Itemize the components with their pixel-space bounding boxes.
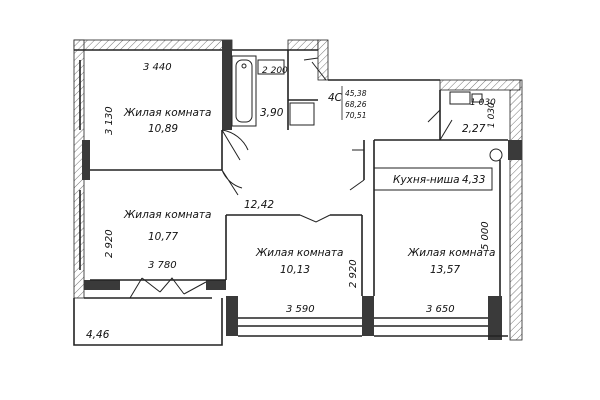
living-area-total: 45,38 <box>345 89 367 98</box>
room-area-living2: 10,77 <box>148 231 178 243</box>
dim-3440: 3 440 <box>143 62 172 73</box>
bathtub <box>231 55 257 127</box>
stove-icon <box>489 148 503 162</box>
dim-1030: 1 030 <box>470 98 496 108</box>
apartment-total-area: 68,26 <box>345 100 367 109</box>
apartment-total-with-balcony: 70,51 <box>345 111 366 120</box>
room-area-living3: 10,13 <box>280 264 310 276</box>
room-name-kitchen: Кухня-ниша <box>393 174 460 186</box>
wc-area: 2,27 <box>462 123 486 135</box>
doors <box>129 57 453 299</box>
dim-2920-left: 2 920 <box>104 229 115 258</box>
room-area-living1: 10,89 <box>148 123 178 135</box>
apartment-code: 4С <box>328 92 343 104</box>
bathroom-area: 3,90 <box>260 107 284 119</box>
toilet-fixture <box>449 91 483 105</box>
room-area-living4: 13,57 <box>430 264 460 276</box>
room-name-living4: Жилая комната <box>407 247 495 259</box>
apartment-summary: 4С 45,38 68,26 70,51 <box>328 86 367 120</box>
dim-3590: 3 590 <box>286 304 315 315</box>
room-name-living2: Жилая комната <box>123 209 211 221</box>
structural-walls <box>82 40 522 340</box>
balcony-area: 4,46 <box>86 329 110 341</box>
dim-3130: 3 130 <box>104 106 115 135</box>
dim-3650: 3 650 <box>426 304 455 315</box>
dim-2200: 2 200 <box>262 66 288 76</box>
dim-1030-right: 1 030 <box>487 102 497 128</box>
dim-3780: 3 780 <box>148 260 177 271</box>
sink-fixture <box>257 59 315 126</box>
room-area-kitchen: 4,33 <box>462 174 485 186</box>
hall-area: 12,42 <box>244 199 274 211</box>
dim-2920-mid: 2 920 <box>348 259 359 288</box>
room-name-living3: Жилая комната <box>255 247 343 259</box>
dim-5000: 5 000 <box>480 221 491 250</box>
partitions <box>73 49 508 346</box>
room-name-living1: Жилая комната <box>123 107 211 119</box>
